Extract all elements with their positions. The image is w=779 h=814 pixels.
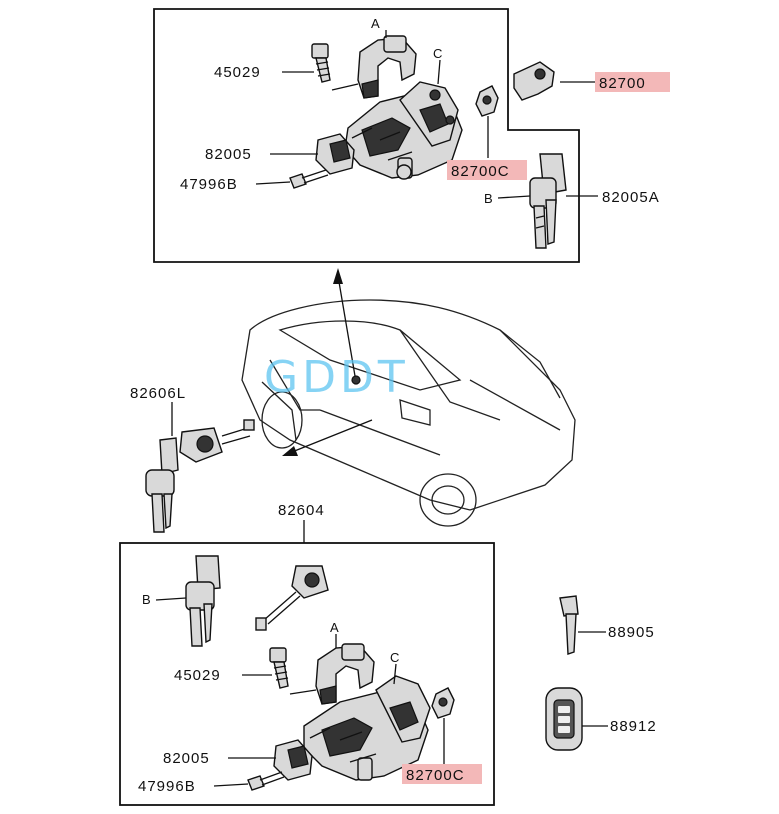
top-screw-47996b [289, 169, 329, 189]
top-callout-c: C [433, 46, 442, 61]
top-cylinder-82005 [315, 133, 355, 175]
watermark-text: GDDT [264, 352, 409, 403]
top-highlight-82700c [447, 160, 527, 180]
label-82700: 82700 [599, 75, 646, 92]
bottom-label-45029: 45029 [174, 667, 221, 684]
bottom-switch-c [431, 687, 455, 719]
bottom-leader-b [155, 597, 187, 601]
label-82005a: 82005A [602, 189, 660, 206]
bottom-lock-assembly [303, 675, 431, 781]
top-label-82005: 82005 [205, 146, 252, 163]
top-bolt-45029 [311, 43, 331, 83]
label-82604: 82604 [278, 502, 325, 519]
bottom-label-82700c: 82700C [406, 767, 465, 784]
bottom-callout-c: C [390, 650, 399, 665]
top-label-47996b: 47996B [180, 176, 238, 193]
top-leader-lines [255, 30, 598, 199]
top-callout-a: A [371, 16, 380, 31]
bottom-leader-47996b [213, 783, 249, 787]
bottom-box-frame [119, 542, 495, 806]
top-callout-b: B [484, 191, 493, 206]
label-88905: 88905 [608, 624, 655, 641]
door-lock-82606l [145, 419, 255, 533]
car-outline [241, 299, 576, 527]
car-arrows [282, 268, 373, 456]
bottom-leader-45029b [289, 689, 317, 695]
top-box-frame [153, 8, 580, 263]
key-knob-82700 [513, 61, 555, 101]
bottom-screw-47996b [247, 771, 285, 791]
remote-fob-88912 [545, 687, 583, 751]
top-switch-c [475, 85, 499, 117]
label-88912: 88912 [610, 718, 657, 735]
bottom-bolt-45029 [269, 647, 289, 689]
label-82606l: 82606L [130, 385, 186, 402]
bottom-door-cylinder [255, 565, 329, 631]
bottom-cylinder-82005 [273, 739, 313, 781]
top-label-45029: 45029 [214, 64, 261, 81]
bottom-label-47996b: 47996B [138, 778, 196, 795]
top-lock-assembly [344, 81, 463, 180]
bottom-highlight-82700c [402, 764, 482, 784]
bottom-bracket-a [315, 643, 375, 705]
bottom-leader-c [393, 663, 397, 685]
emergency-key-88905 [559, 595, 579, 655]
bottom-callout-a: A [330, 620, 339, 635]
highlight-82700 [595, 72, 670, 92]
top-bracket-a [357, 35, 417, 99]
top-label-82700c: 82700C [451, 163, 510, 180]
top-key-82005a [529, 153, 567, 249]
bottom-callout-b: B [142, 592, 151, 607]
bottom-label-82005: 82005 [163, 750, 210, 767]
bottom-key-b [185, 555, 221, 647]
